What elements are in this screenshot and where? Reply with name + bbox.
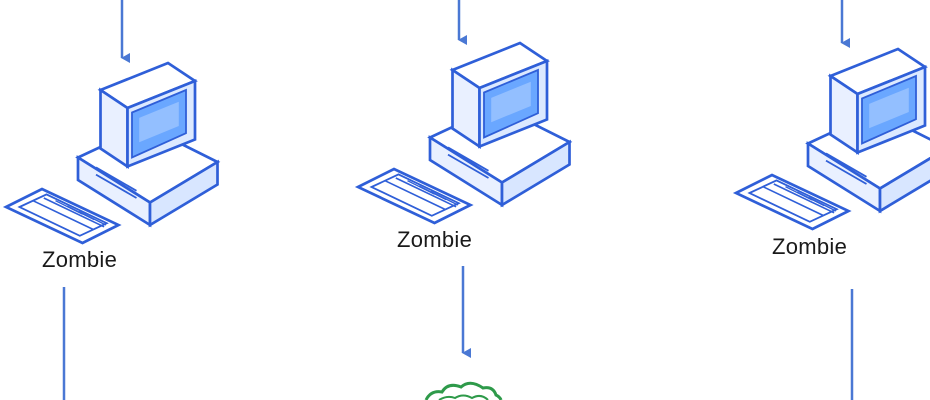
desktop-computer-icon (734, 47, 930, 231)
node-label-center: Zombie (397, 227, 473, 252)
node-label-left: Zombie (42, 247, 118, 272)
desktop-computer-icon (4, 61, 219, 245)
network-cloud-icon (424, 381, 503, 400)
desktop-computer-icon (356, 41, 571, 225)
node-label-right: Zombie (772, 234, 848, 259)
